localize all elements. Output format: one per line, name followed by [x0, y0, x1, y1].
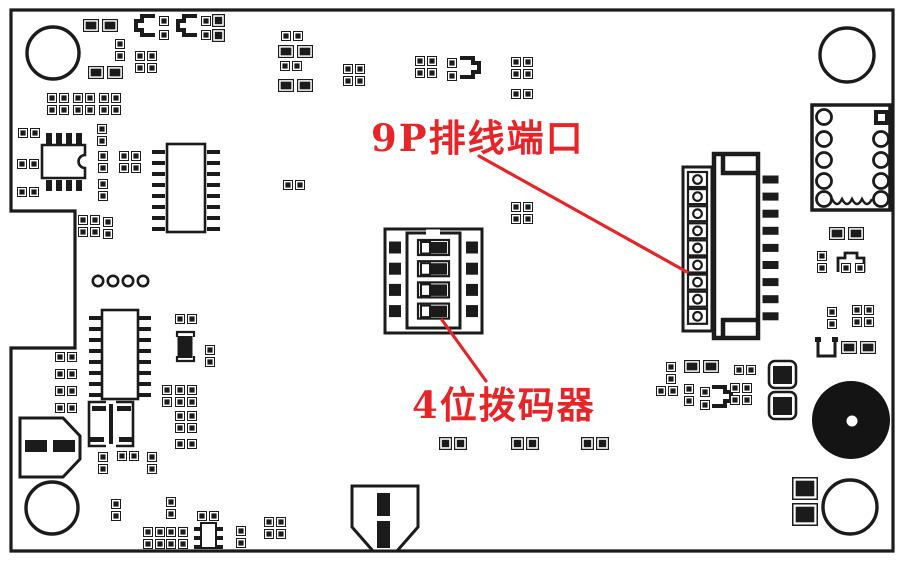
leader-line-9p: [477, 154, 689, 274]
dip-switch-4: [383, 227, 484, 335]
buzzer: [812, 381, 890, 459]
ic-soic8: [40, 133, 87, 191]
crystal-footprint: [87, 400, 135, 448]
capacitor-footprint: [175, 330, 196, 363]
smd-pad-cluster-top-center: [278, 31, 533, 224]
bottom-connector-shield: [350, 484, 420, 553]
smd-pad-cluster-top-left: [17, 13, 305, 239]
leader-line-dip: [440, 318, 488, 383]
smd-pad-row-bottom-center: [439, 437, 609, 450]
mounting-hole-top-left: [25, 25, 81, 81]
ic-soic16: [152, 142, 220, 234]
ic-soic14: [89, 308, 151, 401]
relay-footprint: [810, 103, 892, 212]
smd-pad-cluster-below-connector: [656, 359, 798, 421]
via-holes-row: [91, 274, 150, 288]
edge-connector-left: [18, 416, 82, 479]
smd-pad-cluster-right: [815, 227, 876, 358]
mounting-hole-top-right: [818, 26, 876, 84]
smd-pad-cluster-bottom-left: [111, 497, 286, 549]
annotation-9p-port: 9P排线端口: [371, 116, 585, 160]
mounting-hole-bottom-right: [821, 478, 879, 536]
ribbon-connector-9p: [681, 151, 779, 341]
annotation-dip-switch: 4位拨码器: [412, 383, 596, 427]
mounting-hole-bottom-left: [24, 480, 80, 536]
